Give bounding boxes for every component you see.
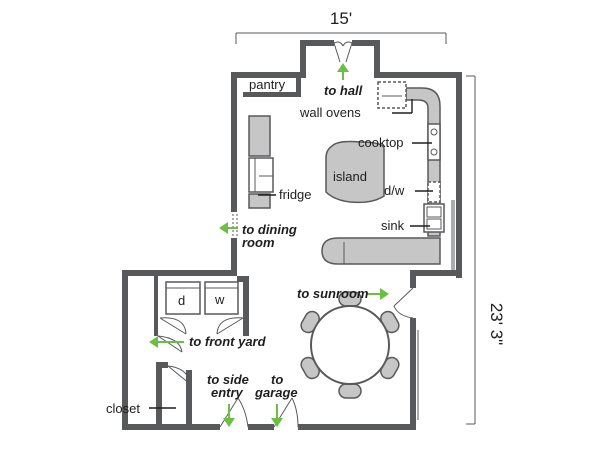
cooktop-burners bbox=[427, 123, 441, 161]
pantry-label: pantry bbox=[249, 77, 286, 92]
front-yard-door bbox=[157, 335, 183, 353]
dryer-label: d bbox=[178, 293, 185, 308]
wall-ovens-label: wall ovens bbox=[299, 105, 361, 120]
to-garage-label-2: garage bbox=[254, 385, 298, 400]
hall-door bbox=[333, 41, 353, 63]
laundry-doors bbox=[159, 317, 244, 335]
to-hall-label: to hall bbox=[324, 83, 363, 98]
dishwasher-label: d/w bbox=[384, 183, 405, 198]
height-label: 23' 3" bbox=[487, 303, 506, 345]
cooktop-label: cooktop bbox=[358, 135, 404, 150]
sunroom-door bbox=[393, 287, 414, 319]
to-garage-label-1: to bbox=[271, 372, 283, 387]
dining-set bbox=[300, 291, 400, 399]
closet-door bbox=[167, 365, 191, 385]
arrow-to-front-yard bbox=[149, 336, 184, 348]
to-front-yard-label: to front yard bbox=[189, 334, 267, 349]
entry-label: entry bbox=[211, 385, 244, 400]
closet-label: closet bbox=[106, 401, 140, 416]
to-dining-label: to dining bbox=[242, 222, 297, 237]
window-lines bbox=[417, 200, 455, 420]
washer-label: w bbox=[214, 292, 225, 307]
island-label: island bbox=[333, 169, 367, 184]
height-dimension: 23' 3" bbox=[466, 75, 506, 425]
island bbox=[325, 140, 385, 204]
sink-label: sink bbox=[381, 218, 405, 233]
dining-doorway bbox=[232, 214, 238, 236]
fridge-label: fridge bbox=[279, 187, 312, 202]
to-side-label: to side bbox=[207, 372, 249, 387]
walls bbox=[122, 40, 462, 430]
dining-room-label: room bbox=[242, 235, 275, 250]
left-counter bbox=[248, 115, 274, 209]
dishwasher bbox=[427, 181, 441, 203]
peninsula bbox=[321, 237, 441, 265]
width-label: 15' bbox=[330, 9, 352, 28]
width-dimension: 15' bbox=[235, 9, 447, 44]
arrow-to-sunroom bbox=[366, 288, 389, 300]
arrow-to-dining bbox=[219, 222, 238, 234]
wall-ovens bbox=[377, 81, 407, 109]
arrow-to-hall bbox=[337, 63, 349, 80]
sink-fixture bbox=[423, 203, 445, 233]
arrow-to-garage bbox=[271, 404, 283, 427]
arrow-to-side-entry bbox=[223, 404, 235, 427]
leader-lines bbox=[149, 99, 433, 409]
washer-dryer bbox=[165, 281, 239, 315]
to-sunroom-label: to sunroom bbox=[297, 286, 369, 301]
side-entry-door bbox=[219, 397, 249, 428]
